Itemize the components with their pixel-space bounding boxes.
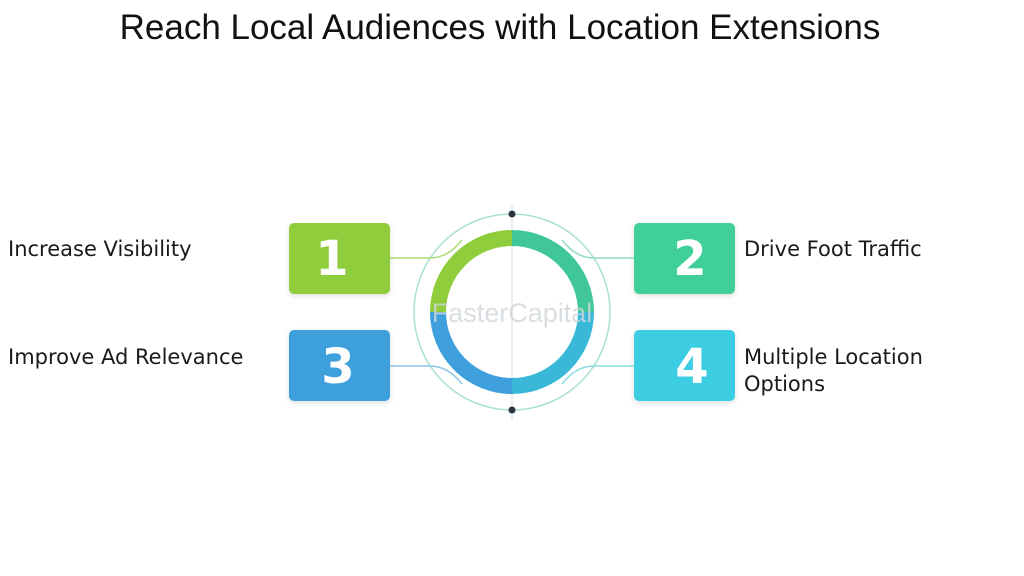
step-box-3: 3 — [289, 330, 390, 401]
connector-2 — [561, 239, 634, 259]
connector-1 — [390, 239, 463, 259]
top-dot — [508, 210, 516, 218]
ring-segment-top-left — [430, 230, 513, 313]
connector-3 — [390, 365, 463, 385]
ring-segment-bottom-right — [511, 311, 594, 394]
step-label-2: Drive Foot Traffic — [744, 237, 922, 261]
page-title: Reach Local Audiences with Location Exte… — [119, 8, 881, 47]
step-number-3: 3 — [321, 339, 354, 395]
step-number-1: 1 — [315, 231, 348, 287]
step-label-3: Improve Ad Relevance — [8, 345, 244, 369]
step-box-4: 4 — [634, 330, 735, 401]
step-number-4: 4 — [675, 339, 708, 395]
step-box-2: 2 — [634, 223, 735, 294]
connector-4 — [561, 365, 634, 385]
step-label-4: Multiple Location Options — [744, 345, 923, 396]
step-label-1: Increase Visibility — [8, 237, 192, 261]
step-box-1: 1 — [289, 223, 390, 294]
bottom-dot — [508, 406, 516, 414]
ring-segment-top-right — [511, 230, 594, 313]
step-number-2: 2 — [673, 231, 706, 287]
ring-segment-bottom-left — [430, 311, 513, 394]
watermark-text: FasterCapital — [432, 298, 593, 328]
